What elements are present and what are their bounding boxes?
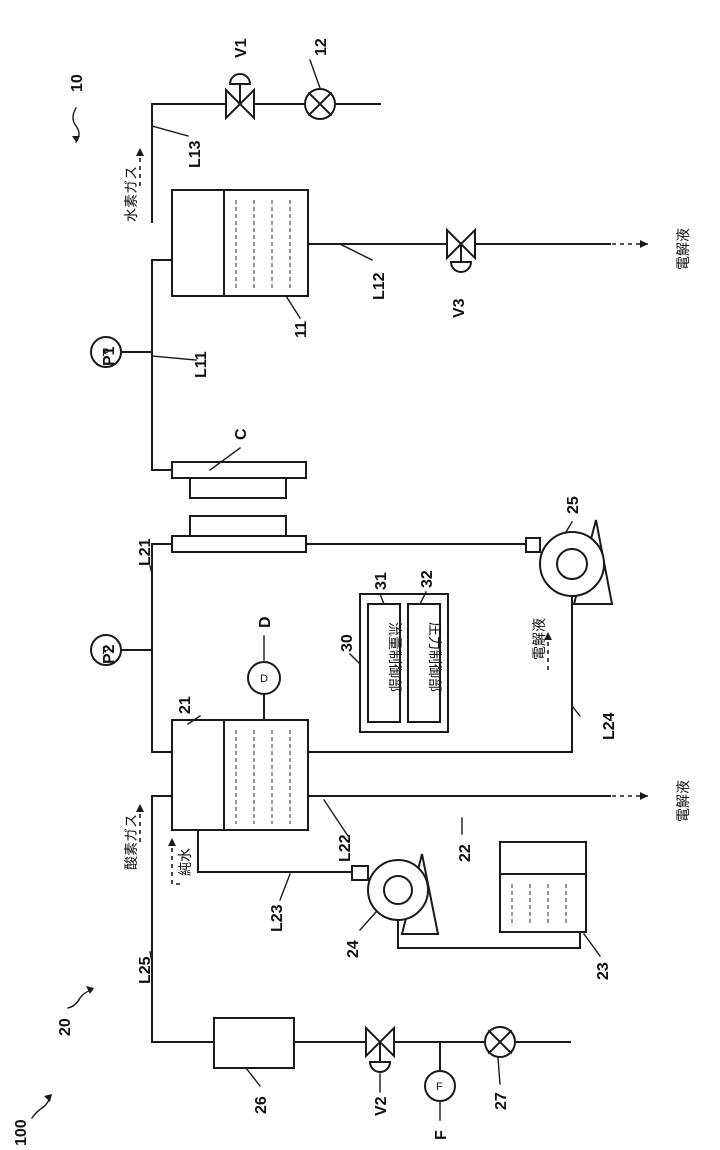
valve-v1 (226, 74, 254, 118)
label-electrolyte-top: 電解液 (676, 228, 692, 270)
label-11: 11 (293, 321, 310, 338)
label-c: C (233, 428, 250, 440)
svg-text:D: D (260, 673, 268, 685)
flow-sensor-f: F (425, 1071, 455, 1101)
label-electrolyte-return: 電解液 (532, 618, 548, 660)
label-32: 32 (419, 570, 436, 588)
label-l11: L11 (193, 351, 210, 378)
label-l23: L23 (269, 904, 286, 932)
label-24: 24 (345, 940, 362, 958)
pipe-l21 (152, 544, 172, 752)
label-26: 26 (253, 1096, 270, 1114)
label-p1: P1 (101, 346, 118, 366)
label-27: 27 (493, 1092, 510, 1110)
label-23: 23 (595, 962, 612, 980)
label-21: 21 (177, 696, 194, 714)
label-l13: L13 (187, 140, 204, 168)
electrolysis-cell-c (172, 462, 306, 552)
valve-v2 (366, 1028, 394, 1072)
label-22: 22 (457, 844, 474, 862)
label-l24: L24 (601, 712, 618, 740)
label-oxygen-gas: 酸素ガス (124, 814, 140, 870)
label-12: 12 (313, 38, 330, 56)
hydrogen-system: P (91, 74, 648, 470)
label-system-100: 100 (13, 1119, 30, 1146)
oxygen-treatment-unit (214, 1018, 294, 1068)
flow-control-label: 流量制御部 (386, 622, 402, 692)
pure-water-tank (500, 842, 586, 932)
label-hydrogen-gas: 水素ガス (124, 166, 140, 222)
label-l22: L22 (337, 834, 354, 862)
label-p2: P2 (101, 644, 118, 664)
label-30: 30 (339, 634, 356, 652)
svg-text:F: F (436, 1081, 443, 1093)
label-l12: L12 (371, 272, 388, 300)
flow-meter-27 (485, 1027, 515, 1057)
pressure-control-label: 圧力制御部 (426, 622, 442, 692)
label-system-20: 20 (57, 1018, 74, 1036)
label-v2: V2 (373, 1096, 390, 1116)
label-system-10: 10 (69, 74, 86, 92)
pump-24 (352, 854, 438, 934)
pipe-l11 (152, 260, 172, 470)
label-l21: L21 (137, 538, 154, 566)
oxygen-separator-tank (172, 720, 308, 830)
label-d: D (257, 616, 274, 628)
pipe-l25 (152, 796, 214, 1042)
hydrogen-separator-tank (172, 190, 308, 296)
leader-lines (32, 60, 600, 1120)
label-v3: V3 (451, 298, 468, 318)
label-l25: L25 (137, 956, 154, 984)
pipe-l23 (198, 830, 352, 872)
label-v1: V1 (233, 38, 250, 58)
controller-30: 流量制御部 圧力制御部 (360, 594, 448, 732)
label-f: F (433, 1130, 450, 1140)
pump-25 (526, 520, 612, 604)
label-electrolyte-bottom: 電解液 (676, 780, 692, 822)
label-31: 31 (373, 572, 390, 590)
label-pure-water: 純水 (178, 848, 194, 876)
detector-d: D (248, 662, 280, 720)
label-25: 25 (565, 496, 582, 514)
flow-meter-12 (305, 89, 335, 119)
valve-v3 (447, 230, 475, 272)
